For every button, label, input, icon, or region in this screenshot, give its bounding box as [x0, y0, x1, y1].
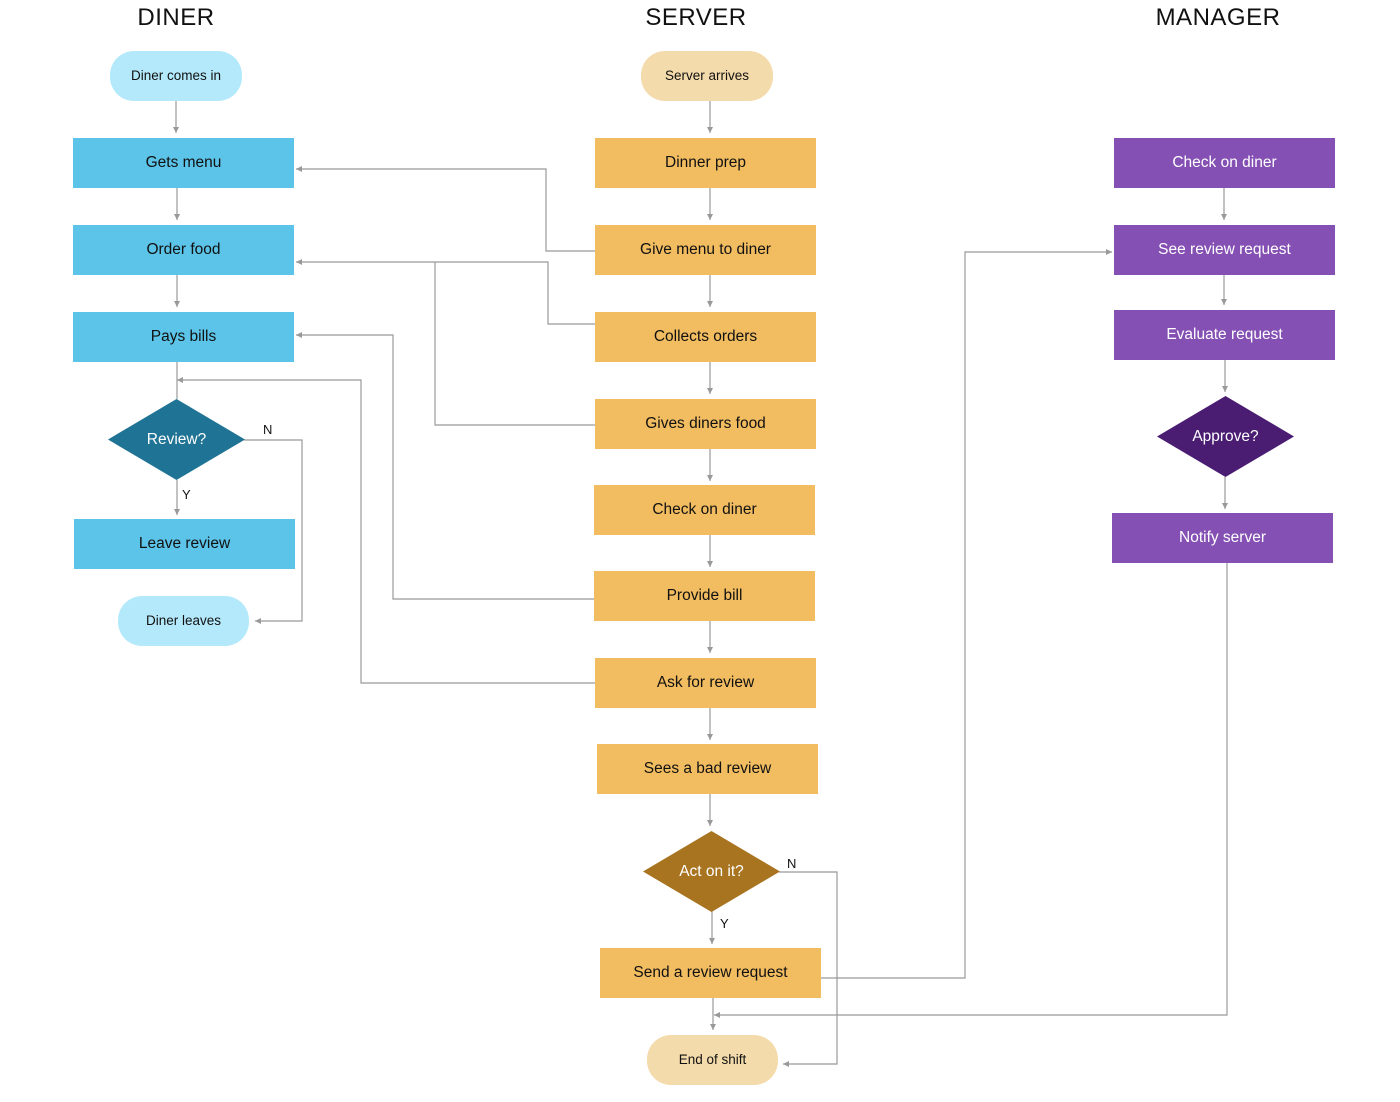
see-request-label: See review request	[1158, 241, 1291, 259]
lane-title-manager: MANAGER	[1155, 4, 1281, 31]
collects-orders-box[interactable]: Collects orders	[595, 312, 816, 362]
server-end-label: End of shift	[678, 1052, 747, 1068]
notify-server-label: Notify server	[1179, 529, 1266, 547]
manager-check-diner-box[interactable]: Check on diner	[1114, 138, 1335, 188]
connector-send-to-manager	[821, 249, 1112, 979]
collects-orders-label: Collects orders	[653, 328, 758, 346]
sees-bad-review-box[interactable]: Sees a bad review	[597, 744, 818, 794]
approve-decision-label: Approve?	[1192, 427, 1259, 445]
send-request-box[interactable]: Send a review request	[600, 948, 821, 998]
evaluate-request-label: Evaluate request	[1166, 326, 1283, 344]
see-request-box[interactable]: See review request	[1114, 225, 1335, 275]
order-food-label: Order food	[146, 241, 221, 259]
connector-gives-food-to-order-food	[434, 262, 595, 426]
act-decision[interactable]: Act on it?	[643, 831, 780, 912]
connector-ask-to-review	[177, 377, 595, 684]
ask-review-box[interactable]: Ask for review	[595, 658, 816, 708]
review-yes-label: Y	[182, 487, 191, 502]
leave-review-label: Leave review	[138, 535, 231, 553]
gives-food-box[interactable]: Gives diners food	[595, 399, 816, 449]
diner-end-terminal[interactable]: Diner leaves	[118, 596, 249, 646]
act-no-label: N	[787, 856, 797, 871]
connector-collect-to-order-food	[296, 259, 595, 325]
lane-title-server: SERVER	[645, 4, 747, 31]
send-request-label: Send a review request	[633, 964, 788, 982]
connector-review-no	[244, 439, 303, 624]
server-check-diner-box[interactable]: Check on diner	[594, 485, 815, 535]
review-decision[interactable]: Review?	[108, 399, 245, 480]
review-no-label: N	[263, 422, 273, 437]
evaluate-request-box[interactable]: Evaluate request	[1114, 310, 1335, 360]
approve-diamond-shape	[1157, 396, 1294, 477]
diner-start-label: Diner comes in	[130, 68, 222, 84]
diner-end-label: Diner leaves	[145, 613, 222, 629]
connector-notify-to-end	[714, 563, 1228, 1018]
gives-food-label: Gives diners food	[645, 415, 766, 433]
server-check-diner-label: Check on diner	[652, 501, 757, 519]
server-start-label: Server arrives	[664, 68, 750, 84]
server-end-terminal[interactable]: End of shift	[647, 1035, 778, 1085]
dinner-prep-label: Dinner prep	[665, 154, 746, 172]
leave-review-box[interactable]: Leave review	[74, 519, 295, 569]
connector-bill-to-pays	[296, 332, 594, 600]
act-decision-label: Act on it?	[679, 862, 744, 880]
lane-title-diner: DINER	[137, 4, 215, 31]
server-start-terminal[interactable]: Server arrives	[641, 51, 773, 101]
approve-decision[interactable]: Approve?	[1157, 396, 1294, 477]
pays-bills-box[interactable]: Pays bills	[73, 312, 294, 362]
act-diamond-shape	[643, 831, 780, 912]
gets-menu-label: Gets menu	[145, 154, 222, 172]
review-diamond-shape	[108, 399, 245, 480]
pays-bills-label: Pays bills	[150, 328, 217, 346]
sees-bad-review-label: Sees a bad review	[643, 760, 772, 778]
order-food-box[interactable]: Order food	[73, 225, 294, 275]
provide-bill-box[interactable]: Provide bill	[594, 571, 815, 621]
ask-review-label: Ask for review	[656, 674, 755, 692]
diner-start-terminal[interactable]: Diner comes in	[110, 51, 242, 101]
act-yes-label: Y	[720, 916, 729, 931]
provide-bill-label: Provide bill	[666, 587, 743, 605]
notify-server-box[interactable]: Notify server	[1112, 513, 1333, 563]
gets-menu-box[interactable]: Gets menu	[73, 138, 294, 188]
give-menu-box[interactable]: Give menu to diner	[595, 225, 816, 275]
review-decision-label: Review?	[146, 430, 207, 448]
give-menu-label: Give menu to diner	[640, 241, 771, 259]
connector-act-no	[779, 871, 838, 1067]
manager-check-diner-label: Check on diner	[1172, 154, 1277, 172]
dinner-prep-box[interactable]: Dinner prep	[595, 138, 816, 188]
connector-give-menu-to-gets-menu	[296, 166, 595, 252]
